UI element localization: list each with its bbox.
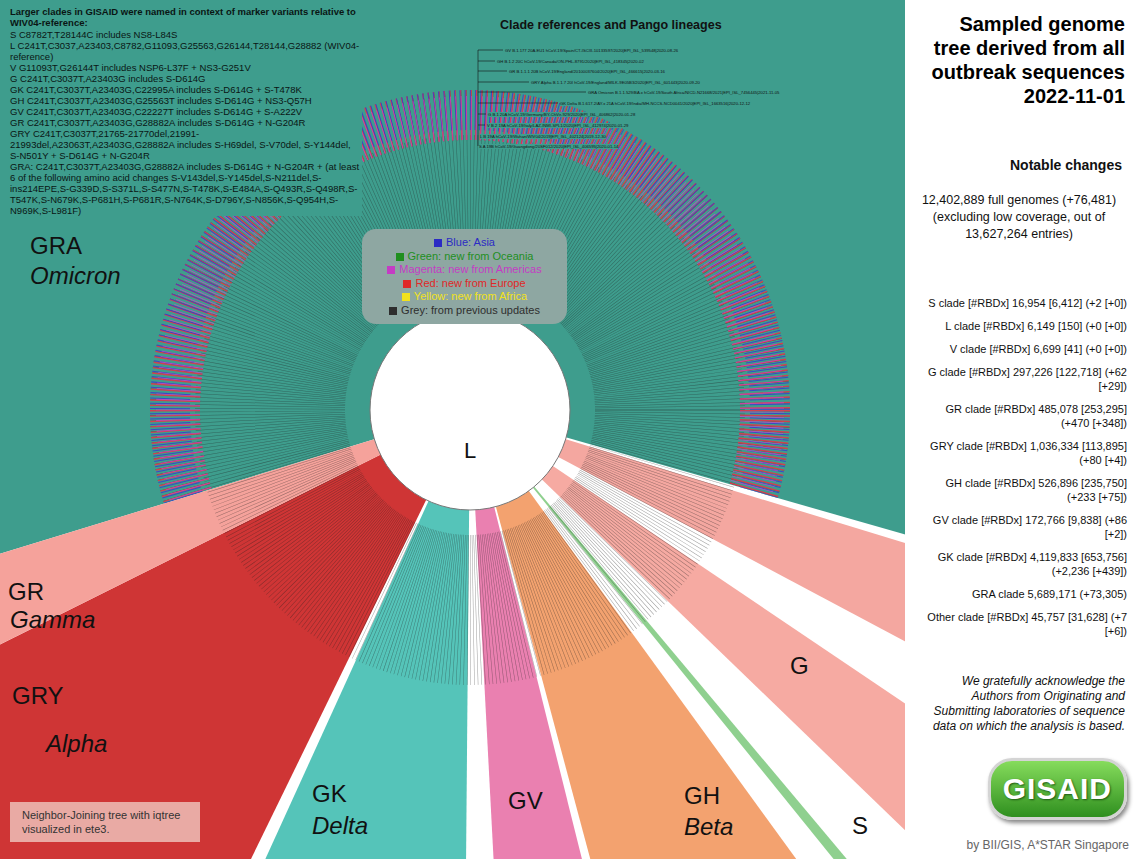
lineage-label: Omicron: [30, 262, 121, 290]
legend-text: Magenta: new from Americas: [399, 263, 541, 275]
clade-count: GV clade [#RBDx] 172,766 [9,838] (+86 [+…: [922, 513, 1127, 541]
node-text: GISAID: [1003, 771, 1112, 807]
clade-label: GV: [508, 787, 543, 815]
logo-badge: GISAID: [988, 758, 1127, 820]
leaf-label: GRA Omicron B.1.1.529/BA.x hCoV-19/South…: [588, 90, 779, 95]
marker-note: GV C241T,C3037T,A23403G,C22227T includes…: [10, 106, 362, 117]
clade-count: L clade [#RBDx] 6,149 [150] (+0 [+0]): [922, 319, 1127, 333]
lineage-label: Alpha: [46, 730, 107, 758]
clade-count: GRY clade [#RBDx] 1,036,334 [113,895] (+…: [922, 439, 1127, 467]
legend-row: Yellow: new from Africa: [370, 290, 559, 304]
legend-swatch: [434, 239, 442, 247]
marker-note: GRA: C241T,C3037T,A23403G,G28882A includ…: [10, 161, 362, 216]
leaf-label: G B.1 20A hCoV-19/Germany/BY-ChVir-929/2…: [488, 112, 635, 117]
legend-swatch: [389, 307, 397, 315]
text-column: Larger clades in GISAID were named in co…: [10, 6, 362, 216]
legend-swatch: [402, 293, 410, 301]
section-heading: Notable changes: [1010, 156, 1122, 174]
marker-note: L C241T,C3037,A23403,C8782,G11093,G25563…: [10, 40, 362, 62]
clade-count: S clade [#RBDx] 16,954 [6,412] (+2 [+0]): [922, 296, 1127, 310]
clade-label: L: [464, 438, 476, 464]
clade-label: S: [852, 812, 868, 840]
marker-note: G C241T,C3037T,A23403G includes S-D614G: [10, 73, 362, 84]
marker-note: GRY C241T,C3037T,21765-21770del,21991-21…: [10, 128, 362, 161]
legend-text: Green: new from Oceania: [408, 250, 534, 262]
marker-note: GR C241T,C3037T,A23403G,G28882A includes…: [10, 117, 362, 128]
legend-swatch: [396, 253, 404, 261]
marker-note: GH C241T,C3037T,A23403G,G25563T includes…: [10, 95, 362, 106]
clade-count: GH clade [#RBDx] 526,896 [235,750] (+233…: [922, 476, 1127, 504]
lineage-label: Delta: [312, 812, 368, 840]
clade-count: GK clade [#RBDx] 4,119,833 [653,756] (+2…: [922, 550, 1127, 578]
leaf-label: L B 19A hCoV-19/Wuhan/WIV04/2019|EPI_ISL…: [480, 134, 606, 139]
clade-count: Other clade [#RBDx] 45,757 [31,628] (+7 …: [922, 610, 1127, 638]
legend-text: Grey: from previous updates: [401, 304, 540, 316]
text-column: S clade [#RBDx] 16,954 [6,412] (+2 [+0])…: [922, 296, 1127, 647]
legend-text: Blue: Asia: [446, 236, 495, 248]
leaf-label: GH B.1.2 20C hCoV-19/Canada/ON-PHL-8791/…: [497, 59, 644, 64]
clade-label: GRY: [12, 682, 64, 710]
clade-label: GH: [684, 782, 720, 810]
title-text: Sampled genome tree derived from all out…: [920, 12, 1125, 108]
section-heading: Clade references and Pango lineages: [500, 18, 722, 33]
leaf-label: GRY Alpha B.1.1.7 20I hCoV-19/England/MI…: [531, 80, 700, 85]
legend-row: Blue: Asia: [370, 236, 559, 250]
legend-swatch: [403, 280, 411, 288]
leaf-label: S A 19B hCoV-19/Guangdong/20SF012/2020|E…: [479, 144, 618, 149]
legend-box: Blue: AsiaGreen: new from OceaniaMagenta…: [362, 229, 567, 324]
legend-row: Grey: from previous updates: [370, 304, 559, 318]
clade-count: GRA clade 5,689,171 (+73,305): [922, 587, 1127, 601]
summary-text: 12,402,889 full genomes (+76,481) (exclu…: [908, 192, 1130, 243]
legend-swatch: [387, 266, 395, 274]
clade-label: GK: [312, 780, 347, 808]
clade-label: GR: [8, 578, 44, 606]
legend-row: Green: new from Oceania: [370, 250, 559, 264]
legend-text: Red: new from Europe: [415, 277, 525, 289]
clade-label: G: [790, 652, 809, 680]
leaf-label: V B.2 19A hCoV-19/Italy/LAZ-INMI-SPL1/20…: [487, 123, 628, 128]
legend-row: Magenta: new from Americas: [370, 263, 559, 277]
info-box: Neighbor-Joining tree with iqtree visual…: [10, 802, 200, 842]
clade-count: G clade [#RBDx] 297,226 [122,718] (+62 […: [922, 365, 1127, 393]
note-heading: Larger clades in GISAID were named in co…: [10, 6, 362, 28]
marker-note: GK C241T,C3037T,A23403G,C22995A includes…: [10, 84, 362, 95]
legend-text: Yellow: new from Africa: [414, 290, 527, 302]
clade-label: GRA: [30, 232, 82, 260]
acknowledgement: We gratefully acknowledge the Authors fr…: [920, 674, 1125, 734]
leaf-label: GV B.1.177 20A.EU1 hCoV-19/Spain/CT-ISCI…: [505, 48, 678, 53]
leaf-label: GR B.1.1.1 20B hCoV-19/England/201000376…: [509, 69, 665, 74]
clade-count: V clade [#RBDx] 6,699 [41] (+0 [+0]): [922, 342, 1127, 356]
marker-note: S C8782T,T28144C includes NS8-L84S: [10, 29, 362, 40]
lineage-label: Beta: [684, 813, 733, 841]
leaf-label: GK Delta B.1.617.2/AY.x 21A hCoV-19/Indi…: [560, 101, 750, 106]
node-text: Neighbor-Joining tree with iqtree visual…: [22, 808, 188, 836]
lineage-label: Gamma: [10, 606, 95, 634]
credit-text: by BII/GIS, A*STAR Singapore: [966, 838, 1129, 853]
legend-row: Red: new from Europe: [370, 277, 559, 291]
marker-note: V G11093T,G26144T includes NSP6-L37F + N…: [10, 62, 362, 73]
clade-count: GR clade [#RBDx] 485,078 [253,295] (+470…: [922, 402, 1127, 430]
